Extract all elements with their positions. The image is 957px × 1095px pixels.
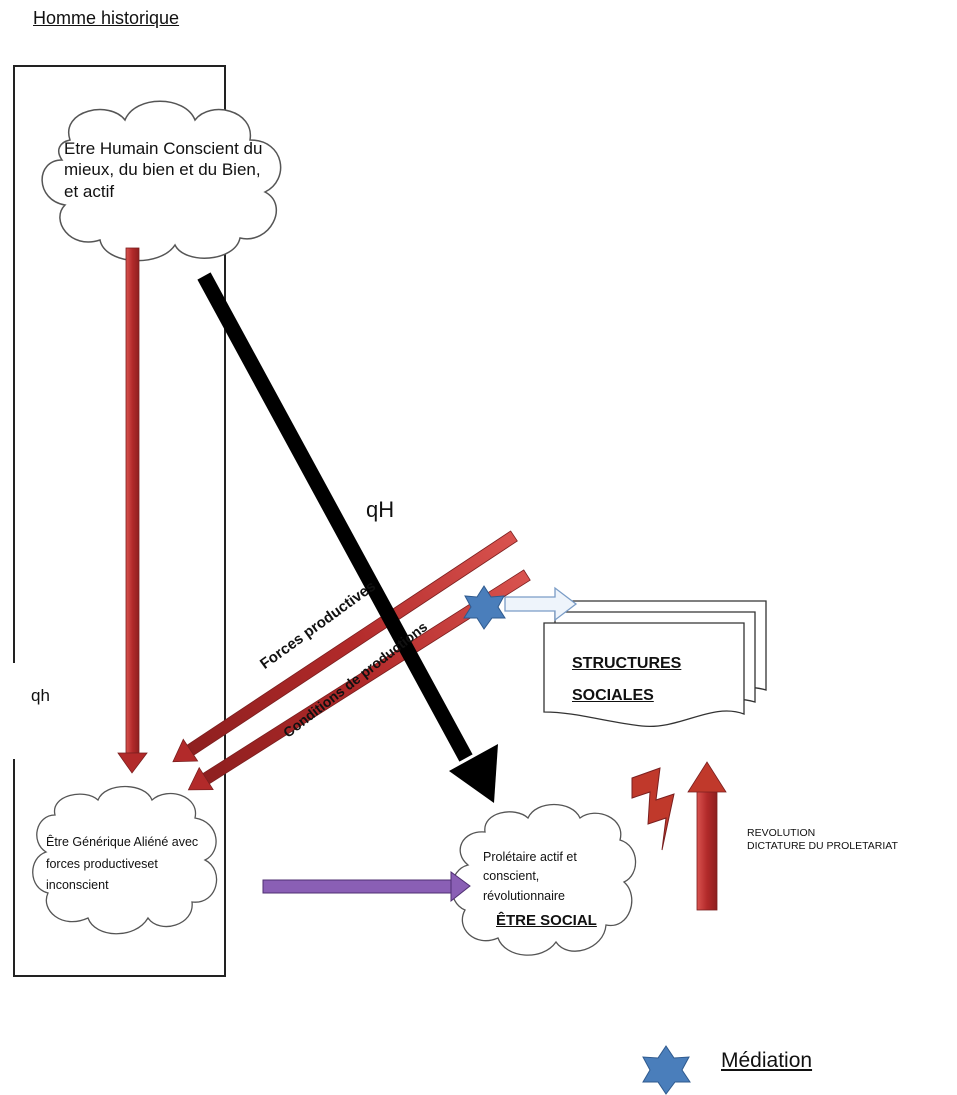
- social-structures-label: STRUCTURES SOCIALES: [572, 655, 682, 704]
- qH-label: qH: [366, 497, 395, 522]
- alienation-to-proletarian-arrow: [262, 871, 471, 903]
- lightning-bolt-icon: [631, 767, 675, 851]
- mediation-to-structures-arrow: [504, 586, 578, 622]
- revolution-arrow: [687, 761, 727, 911]
- right-cloud: [451, 804, 637, 956]
- social-structures-docs: [543, 600, 767, 728]
- qH-arrow: [197, 272, 498, 803]
- diagram-title: Homme historique: [33, 8, 180, 28]
- mediation-star-icon: [463, 585, 506, 630]
- legend-mediation-label: Médiation: [721, 1049, 813, 1072]
- revolution-label: REVOLUTION DICTATURE DU PROLETARIAT: [747, 827, 898, 853]
- legend-star-icon: [642, 1045, 691, 1095]
- qh-arrow: [117, 247, 148, 774]
- historical-man-frame: [13, 65, 226, 977]
- top-cloud: [41, 100, 282, 262]
- bottom-cloud: [32, 786, 218, 935]
- right-cloud-text: Prolétaire actif et conscient, révolutio…: [483, 850, 577, 903]
- conditions-productions-arrow: [187, 569, 531, 791]
- etre-social-label: ÊTRE SOCIAL: [496, 912, 597, 929]
- bottom-cloud-text: Être Générique Aliéné avec forces produc…: [46, 835, 199, 892]
- qh-gap: [0, 663, 30, 759]
- qh-label: qh: [31, 686, 50, 705]
- forces-productives-arrow: [172, 530, 518, 763]
- top-cloud-text: Etre Humain Conscient du mieux, du bien …: [64, 139, 263, 201]
